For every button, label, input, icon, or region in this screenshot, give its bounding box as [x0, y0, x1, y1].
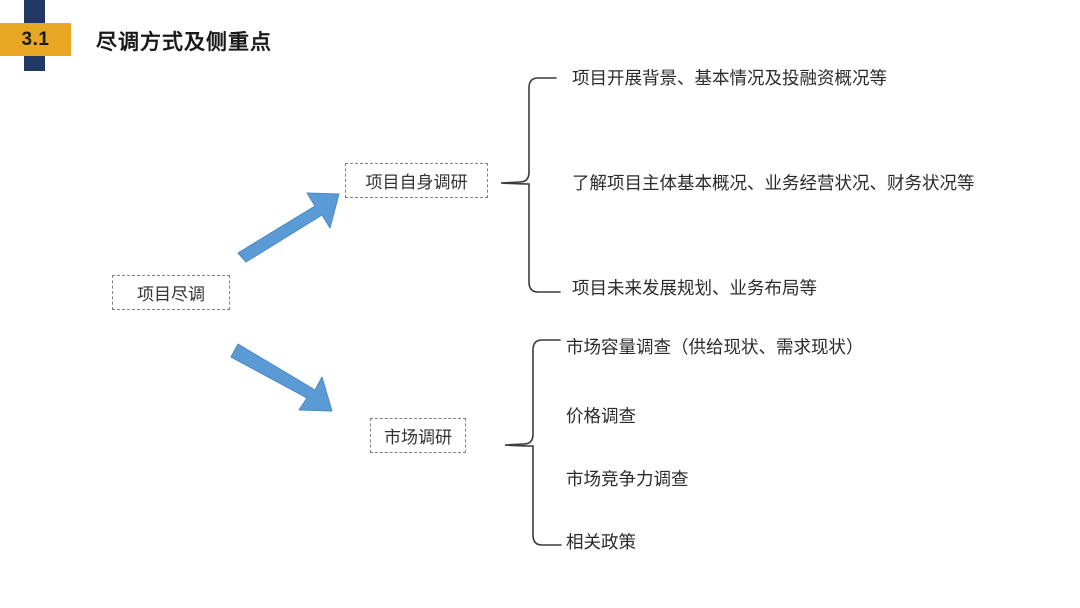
leaf-item-market-survey-4: 相关政策: [566, 532, 636, 552]
leaf-item-market-survey-1: 市场容量调查（供给现状、需求现状）: [566, 337, 864, 357]
page-title: 尽调方式及侧重点: [96, 31, 272, 54]
node-label: 市场调研: [384, 428, 452, 447]
brace-self-survey: [500, 77, 561, 293]
section-number-badge: 3.1: [0, 23, 71, 56]
node-label: 项目自身调研: [365, 173, 468, 192]
section-number-label: 3.1: [21, 29, 50, 50]
brace-market-survey: [504, 339, 562, 546]
arrow-to-market-survey: [230, 343, 333, 412]
node-self-survey[interactable]: 项目自身调研: [345, 163, 488, 198]
leaf-item-market-survey-3: 市场竞争力调查: [566, 469, 689, 489]
node-project-due-diligence[interactable]: 项目尽调: [112, 275, 230, 310]
node-market-survey[interactable]: 市场调研: [370, 418, 466, 453]
leaf-item-self-survey-1: 项目开展背景、基本情况及投融资概况等: [572, 68, 887, 88]
arrow-to-self-survey: [237, 192, 340, 263]
leaf-item-self-survey-3: 项目未来发展规划、业务布局等: [572, 278, 817, 298]
node-label: 项目尽调: [137, 285, 205, 304]
leaf-item-self-survey-2: 了解项目主体基本概况、业务经营状况、财务状况等: [572, 173, 975, 193]
leaf-item-market-survey-2: 价格调查: [566, 406, 636, 426]
